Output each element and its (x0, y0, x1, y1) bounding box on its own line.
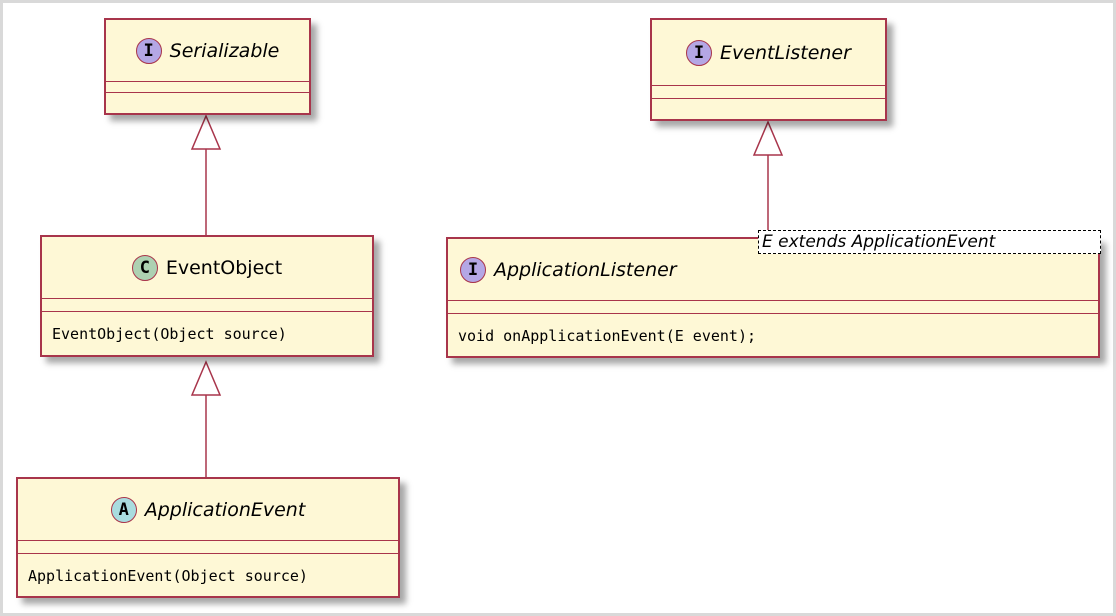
interface-applicationlistener: I ApplicationListener void onApplication… (446, 237, 1100, 358)
method-signature: ApplicationEvent(Object source) (28, 566, 308, 585)
interface-icon: I (460, 256, 486, 283)
class-name: ApplicationListener (494, 258, 677, 281)
method-signature: EventObject(Object source) (52, 325, 287, 343)
arrowhead-serializable (190, 114, 222, 150)
methods-section (652, 99, 885, 111)
fields-section (448, 301, 1098, 314)
class-name: Serializable (169, 39, 280, 62)
abstract-class-icon: A (110, 496, 137, 523)
fields-section (42, 299, 372, 312)
fields-section (652, 86, 885, 99)
fields-section (106, 82, 309, 93)
class-name: ApplicationEvent (144, 498, 306, 521)
abstract-class-applicationevent: A ApplicationEvent ApplicationEvent(Obje… (16, 477, 400, 598)
class-header: I EventListener (652, 20, 885, 86)
class-header: I ApplicationListener (448, 239, 1098, 301)
inheritance-edges (190, 114, 784, 477)
fields-section (18, 541, 398, 554)
method-signature: void onApplicationEvent(E event); (458, 326, 757, 345)
class-header: C EventObject (42, 237, 372, 299)
methods-section (106, 93, 309, 103)
arrowhead-eventlistener (752, 120, 784, 156)
interface-eventlistener: I EventListener (650, 18, 887, 121)
class-header: A ApplicationEvent (18, 479, 398, 541)
interface-icon: I (686, 39, 713, 66)
class-icon: C (131, 254, 158, 281)
class-name: EventObject (165, 256, 283, 279)
interface-icon: I (135, 37, 162, 64)
diagram-canvas: I Serializable I EventListener C EventOb… (3, 3, 1113, 613)
class-name: EventListener (720, 41, 851, 64)
class-eventobject: C EventObject EventObject(Object source) (40, 235, 374, 357)
arrowhead-eventobject (190, 360, 222, 396)
generic-type-parameter: E extends ApplicationEvent (758, 230, 1101, 254)
interface-serializable: I Serializable (104, 18, 311, 115)
class-header: I Serializable (106, 20, 309, 82)
